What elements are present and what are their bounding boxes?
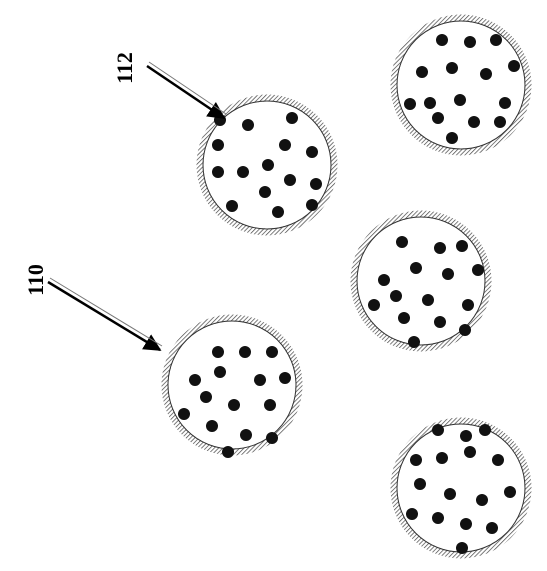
label-112: 112: [112, 52, 137, 84]
particle-top-right-dots: [404, 34, 520, 144]
particle-112: [196, 94, 338, 236]
particle-110-dots: [178, 346, 291, 458]
particle-bottom-right: [390, 417, 532, 559]
particle-110: [161, 314, 303, 458]
particle-112-dots: [212, 112, 322, 218]
particle-bottom-right-dots: [406, 424, 516, 554]
particle-middle-right-dots: [368, 236, 484, 348]
particle-top-right: [390, 14, 532, 156]
leader-112: [146, 61, 227, 120]
particle-middle-right: [350, 210, 492, 352]
label-110: 110: [23, 264, 48, 296]
leader-110: [47, 277, 163, 352]
